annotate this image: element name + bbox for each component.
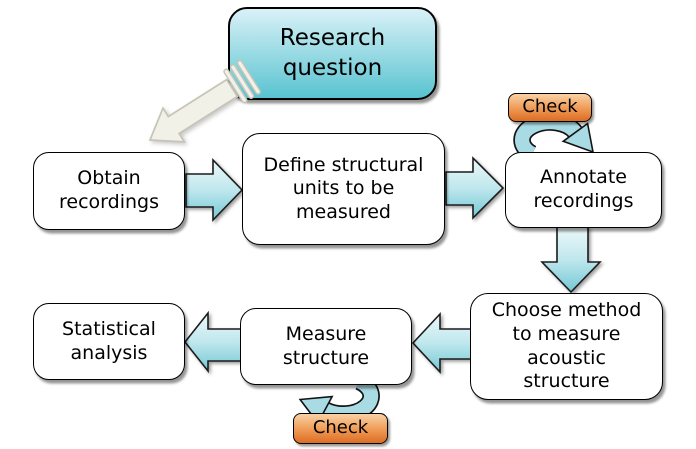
arrow-research-to-obtain (148, 78, 239, 143)
node-check-bottom: Check (293, 413, 388, 444)
node-choose-method: Choose method to measure acoustic struct… (470, 293, 663, 400)
loop-arrowhead (561, 122, 595, 154)
node-define-units: Define structural units to be measured (242, 133, 445, 245)
node-research-question: Research question (228, 7, 437, 100)
arrow-define-to-annotate (445, 156, 505, 220)
loop-arrowhead (298, 395, 334, 425)
start-arrow-stripes (223, 59, 261, 104)
node-annotate-recordings: Annotate recordings (505, 152, 662, 228)
loop-arrow-check-annotate (513, 113, 595, 162)
node-measure-structure: Measure structure (240, 308, 412, 385)
node-obtain-recordings: Obtain recordings (33, 152, 185, 230)
node-check-top: Check (508, 93, 592, 122)
arrow-annotate-to-choose (540, 226, 602, 294)
arrow-choose-to-measure (411, 311, 472, 375)
arrow-measure-to-statistical (183, 310, 243, 374)
arrow-obtain-to-define (185, 158, 244, 222)
node-statistical-analysis: Statistical analysis (33, 303, 185, 380)
